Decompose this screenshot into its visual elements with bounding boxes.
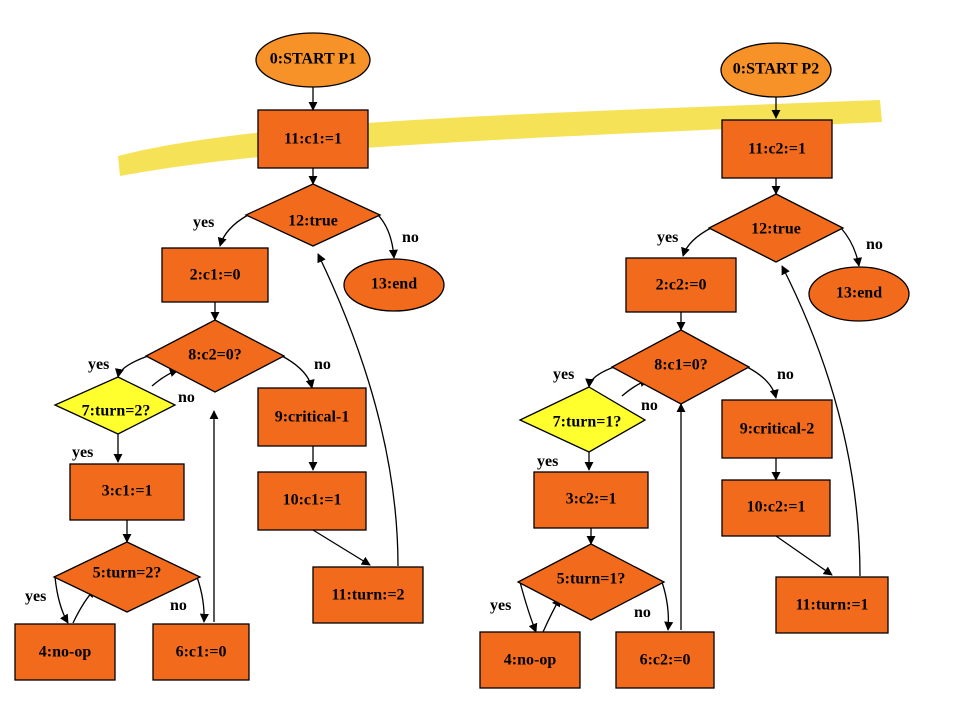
label-p1-5-yes: yes [25,588,46,605]
label-p1-8-yes: yes [88,356,109,373]
edge-11turn-to-12 [317,253,399,567]
edge-12-no-to-13 [840,227,863,267]
start-p1-ellipse[interactable] [255,32,371,88]
decision-p2-7-label: 7:turn=1? [553,414,622,431]
node-p2-10-c2-set-1[interactable] [721,479,831,537]
decision-p1-5-turn-eq-2[interactable] [52,541,202,613]
label-p2-12-no: no [866,236,883,253]
decision-p1-8-c2-eq-0[interactable] [144,319,286,393]
decision-p2-7-turn-eq-1[interactable] [518,386,647,453]
label-p1-7-no: no [178,389,195,406]
start-p2-ellipse[interactable] [720,42,832,98]
node-p1-4-label: 4:no-op [39,644,92,661]
decision-p2-5-turn-eq-1[interactable] [516,543,666,621]
decision-p1-7-turn-eq-2[interactable] [53,376,177,435]
edge-5-no-to-6 [661,581,674,631]
node-p2-11-turn-set-1[interactable] [775,576,889,634]
node-p2-2-c2-set-0[interactable] [625,257,737,313]
process-p1-flowchart: 0:START P1 11:c1:=1 12:true yes no 13:en… [14,32,445,681]
node-p2-6-c2-set-0[interactable] [615,631,715,689]
node-p1-9-label: 9:critical-1 [275,409,350,426]
decision-p1-12-label: 12:true [288,213,338,230]
node-p1-2-label: 2:c1:=0 [190,267,241,284]
edge-8-yes-to-7 [585,366,615,388]
edge-5-no-to-6 [196,576,209,623]
decision-p1-5-label: 5:turn=2? [93,565,162,582]
process-p2-flowchart: 0:START P2 11:c2:=1 12:true yes no 13:en… [479,42,910,689]
edge-12-yes-to-2 [681,227,712,257]
edge-10-to-11turn [775,535,833,576]
decision-p2-12-label: 12:true [751,221,801,238]
end-p2-ellipse[interactable] [808,266,910,322]
decision-p2-12-true[interactable] [707,193,845,263]
node-p1-10-label: 10:c1:=1 [283,492,342,509]
node-p1-11-turn-label: 11:turn:=2 [331,587,404,604]
edge-8-no-to-9 [281,355,315,389]
start-p1-label: 0:START P1 [270,51,356,68]
node-p1-9-critical-1[interactable] [257,387,367,447]
node-p1-11-c1-set-1[interactable] [257,109,369,169]
node-p2-11-c2-set-1[interactable] [721,119,833,179]
node-p2-9-critical-2[interactable] [721,399,833,459]
end-p2-label: 13:end [836,285,882,302]
label-p2-8-no: no [777,366,794,383]
label-p2-7-yes: yes [537,453,558,470]
node-p1-4-no-op[interactable] [14,623,116,681]
node-p1-11-label: 11:c1:=1 [284,131,342,148]
node-p2-11-turn-label: 11:turn:=1 [795,597,868,614]
node-p2-3-c2-set-1[interactable] [533,471,649,529]
decision-p2-8-c1-eq-0[interactable] [610,329,751,405]
edge-11turn-to-12 [781,265,861,577]
node-p2-3-label: 3:c2:=1 [566,491,617,508]
edge-5-yes-to-4 [54,576,69,624]
node-p2-4-no-op[interactable] [479,631,581,689]
node-p1-10-c1-set-1[interactable] [257,471,367,531]
edge-5-yes-to-4 [519,581,538,633]
label-p1-5-no: no [170,597,187,614]
node-p1-6-c1-set-0[interactable] [152,623,250,681]
edge-12-no-to-13 [377,214,398,259]
node-p1-3-c1-set-1[interactable] [69,463,185,521]
node-p2-6-label: 6:c2:=0 [640,652,691,669]
node-p2-11-label: 11:c2:=1 [748,141,806,158]
decision-p1-8-label: 8:c2=0? [188,347,242,364]
decision-p1-12-true[interactable] [244,183,382,247]
label-p2-8-yes: yes [553,366,574,383]
label-p2-5-yes: yes [490,597,511,614]
edge-7-no-to-8 [151,368,179,387]
edge-12-yes-to-2 [217,214,249,247]
node-p1-6-label: 6:c1:=0 [176,644,227,661]
node-p2-10-label: 10:c2:=1 [747,499,806,516]
node-p1-3-label: 3:c1:=1 [102,483,153,500]
label-p1-12-no: no [402,229,419,246]
edge-8-no-to-9 [746,366,779,399]
edge-8-yes-to-7 [114,355,149,378]
highlighter-stroke [118,100,882,176]
edge-10-to-11turn [312,529,371,566]
label-p2-12-yes: yes [657,229,678,246]
node-p1-2-c1-set-0[interactable] [161,247,269,303]
label-p1-12-yes: yes [193,214,214,231]
node-p1-11-turn-set-2[interactable] [312,566,424,624]
node-p2-2-label: 2:c2:=0 [656,277,707,294]
decision-p2-5-label: 5:turn=1? [557,571,626,588]
label-p1-7-yes: yes [72,444,93,461]
start-p2-label: 0:START P2 [733,61,819,78]
label-p2-7-no: no [641,397,658,414]
label-p1-8-no: no [314,356,331,373]
decision-p2-8-label: 8:c1=0? [654,357,708,374]
node-p2-4-label: 4:no-op [504,652,557,669]
decision-p1-7-label: 7:turn=2? [82,403,151,420]
label-p2-5-no: no [634,604,651,621]
end-p1-label: 13:end [371,276,417,293]
end-p1-ellipse[interactable] [343,258,445,312]
node-p2-9-label: 9:critical-2 [740,421,815,438]
